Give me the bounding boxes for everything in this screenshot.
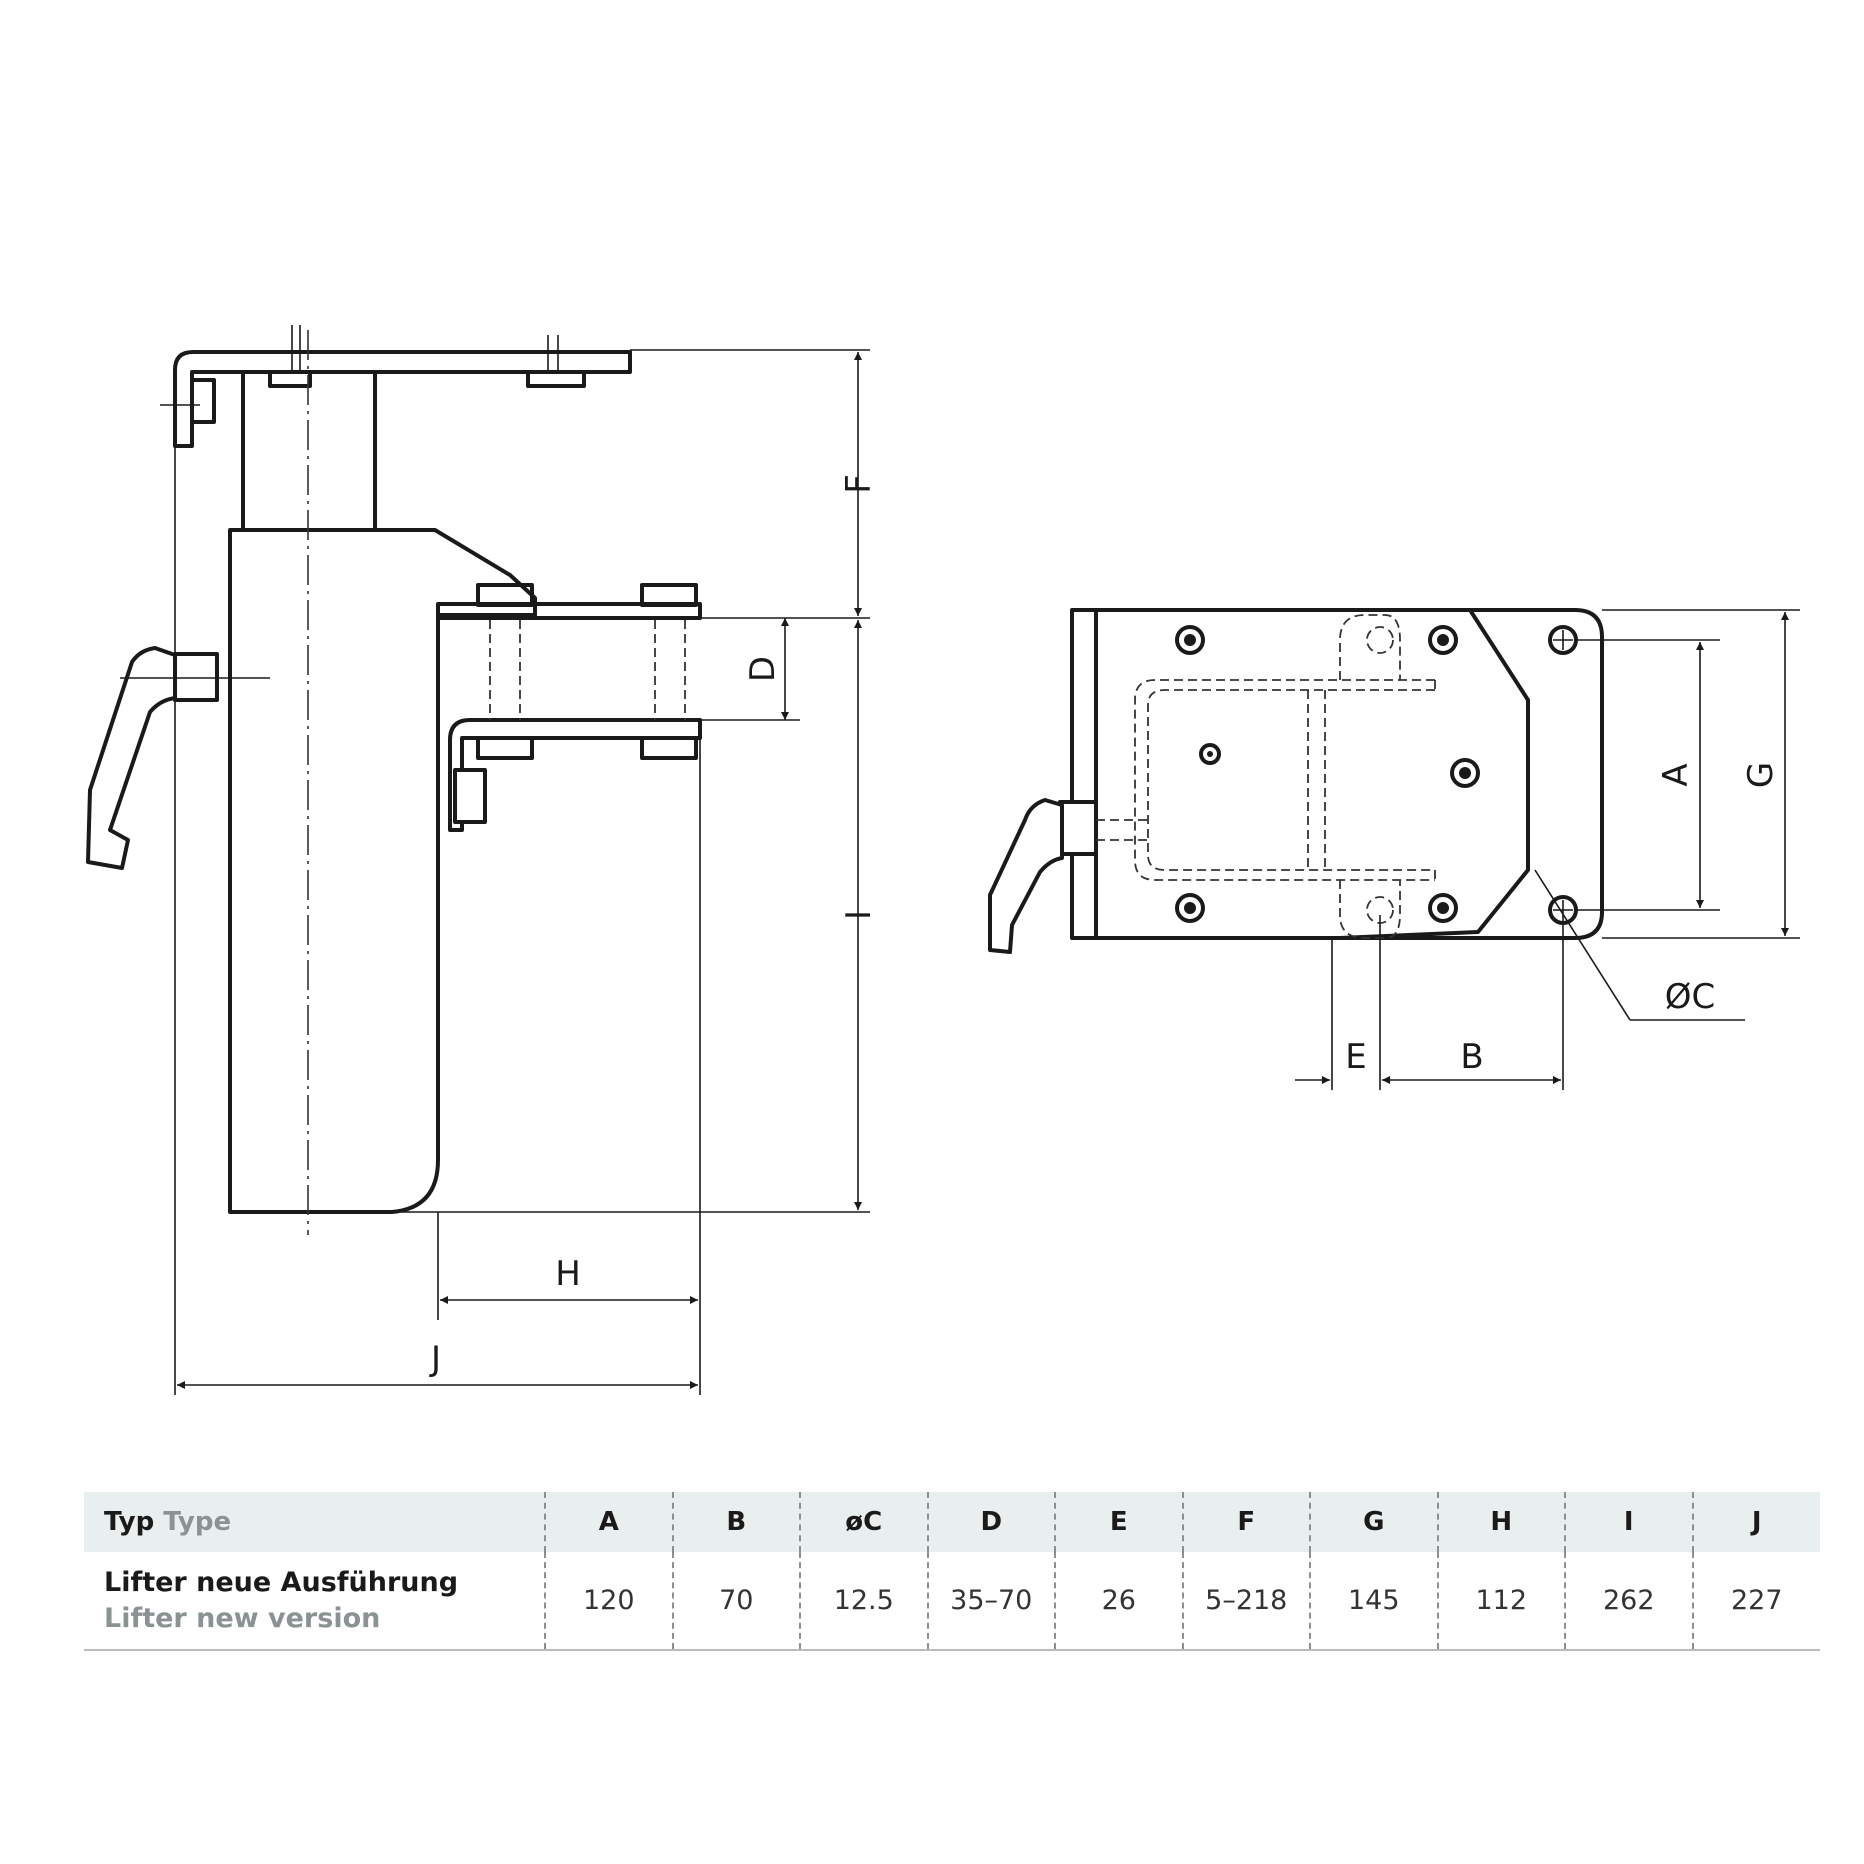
table-header-row: Typ Type A B øC D E F G H I J — [84, 1492, 1820, 1552]
dim-label-C: ØC — [1665, 977, 1716, 1017]
cell-I: 262 — [1564, 1552, 1693, 1650]
dim-label-E: E — [1345, 1037, 1366, 1077]
table-row: Lifter neue Ausführung Lifter new versio… — [84, 1552, 1820, 1650]
cell-C: 12.5 — [799, 1552, 928, 1650]
dim-label-A: A — [1656, 763, 1696, 786]
dim-label-G: G — [1741, 762, 1781, 788]
cell-F: 5–218 — [1181, 1552, 1310, 1650]
header-col-A: A — [544, 1492, 673, 1552]
cell-B: 70 — [671, 1552, 800, 1650]
dim-label-H: H — [555, 1254, 581, 1294]
header-col-F: F — [1181, 1492, 1310, 1552]
cell-H: 112 — [1436, 1552, 1565, 1650]
dim-label-I: I — [839, 910, 879, 920]
cell-A: 120 — [544, 1552, 673, 1650]
header-col-G: G — [1309, 1492, 1438, 1552]
header-col-B: B — [671, 1492, 800, 1552]
cell-E: 26 — [1054, 1552, 1183, 1650]
header-type-de: Typ — [104, 1507, 155, 1537]
row-type: Lifter neue Ausführung Lifter new versio… — [84, 1552, 545, 1650]
dim-label-B: B — [1460, 1037, 1483, 1077]
header-col-J: J — [1691, 1492, 1820, 1552]
header-col-C: øC — [799, 1492, 928, 1552]
header-col-D: D — [926, 1492, 1055, 1552]
header-col-H: H — [1436, 1492, 1565, 1552]
dim-label-D: D — [743, 656, 783, 682]
dim-label-J: J — [429, 1339, 441, 1379]
cell-D: 35–70 — [926, 1552, 1055, 1650]
top-view: A G ØC E B — [988, 608, 1800, 1090]
mounting-holes — [1175, 625, 1578, 925]
header-type-en: Type — [163, 1507, 232, 1537]
dim-label-F: F — [839, 474, 879, 494]
cell-G: 145 — [1309, 1552, 1438, 1650]
header-col-I: I — [1564, 1492, 1693, 1552]
technical-drawing: F I D H J — [86, 325, 1800, 1395]
row-name-en: Lifter new version — [104, 1602, 381, 1634]
header-col-E: E — [1054, 1492, 1183, 1552]
cell-J: 227 — [1691, 1552, 1820, 1650]
row-name-de: Lifter neue Ausführung — [104, 1566, 459, 1598]
side-view: F I D H J — [86, 325, 879, 1395]
dimension-table: Typ Type A B øC D E F G H I J Lifter neu… — [84, 1492, 1820, 1651]
header-type: Typ Type — [84, 1492, 545, 1552]
